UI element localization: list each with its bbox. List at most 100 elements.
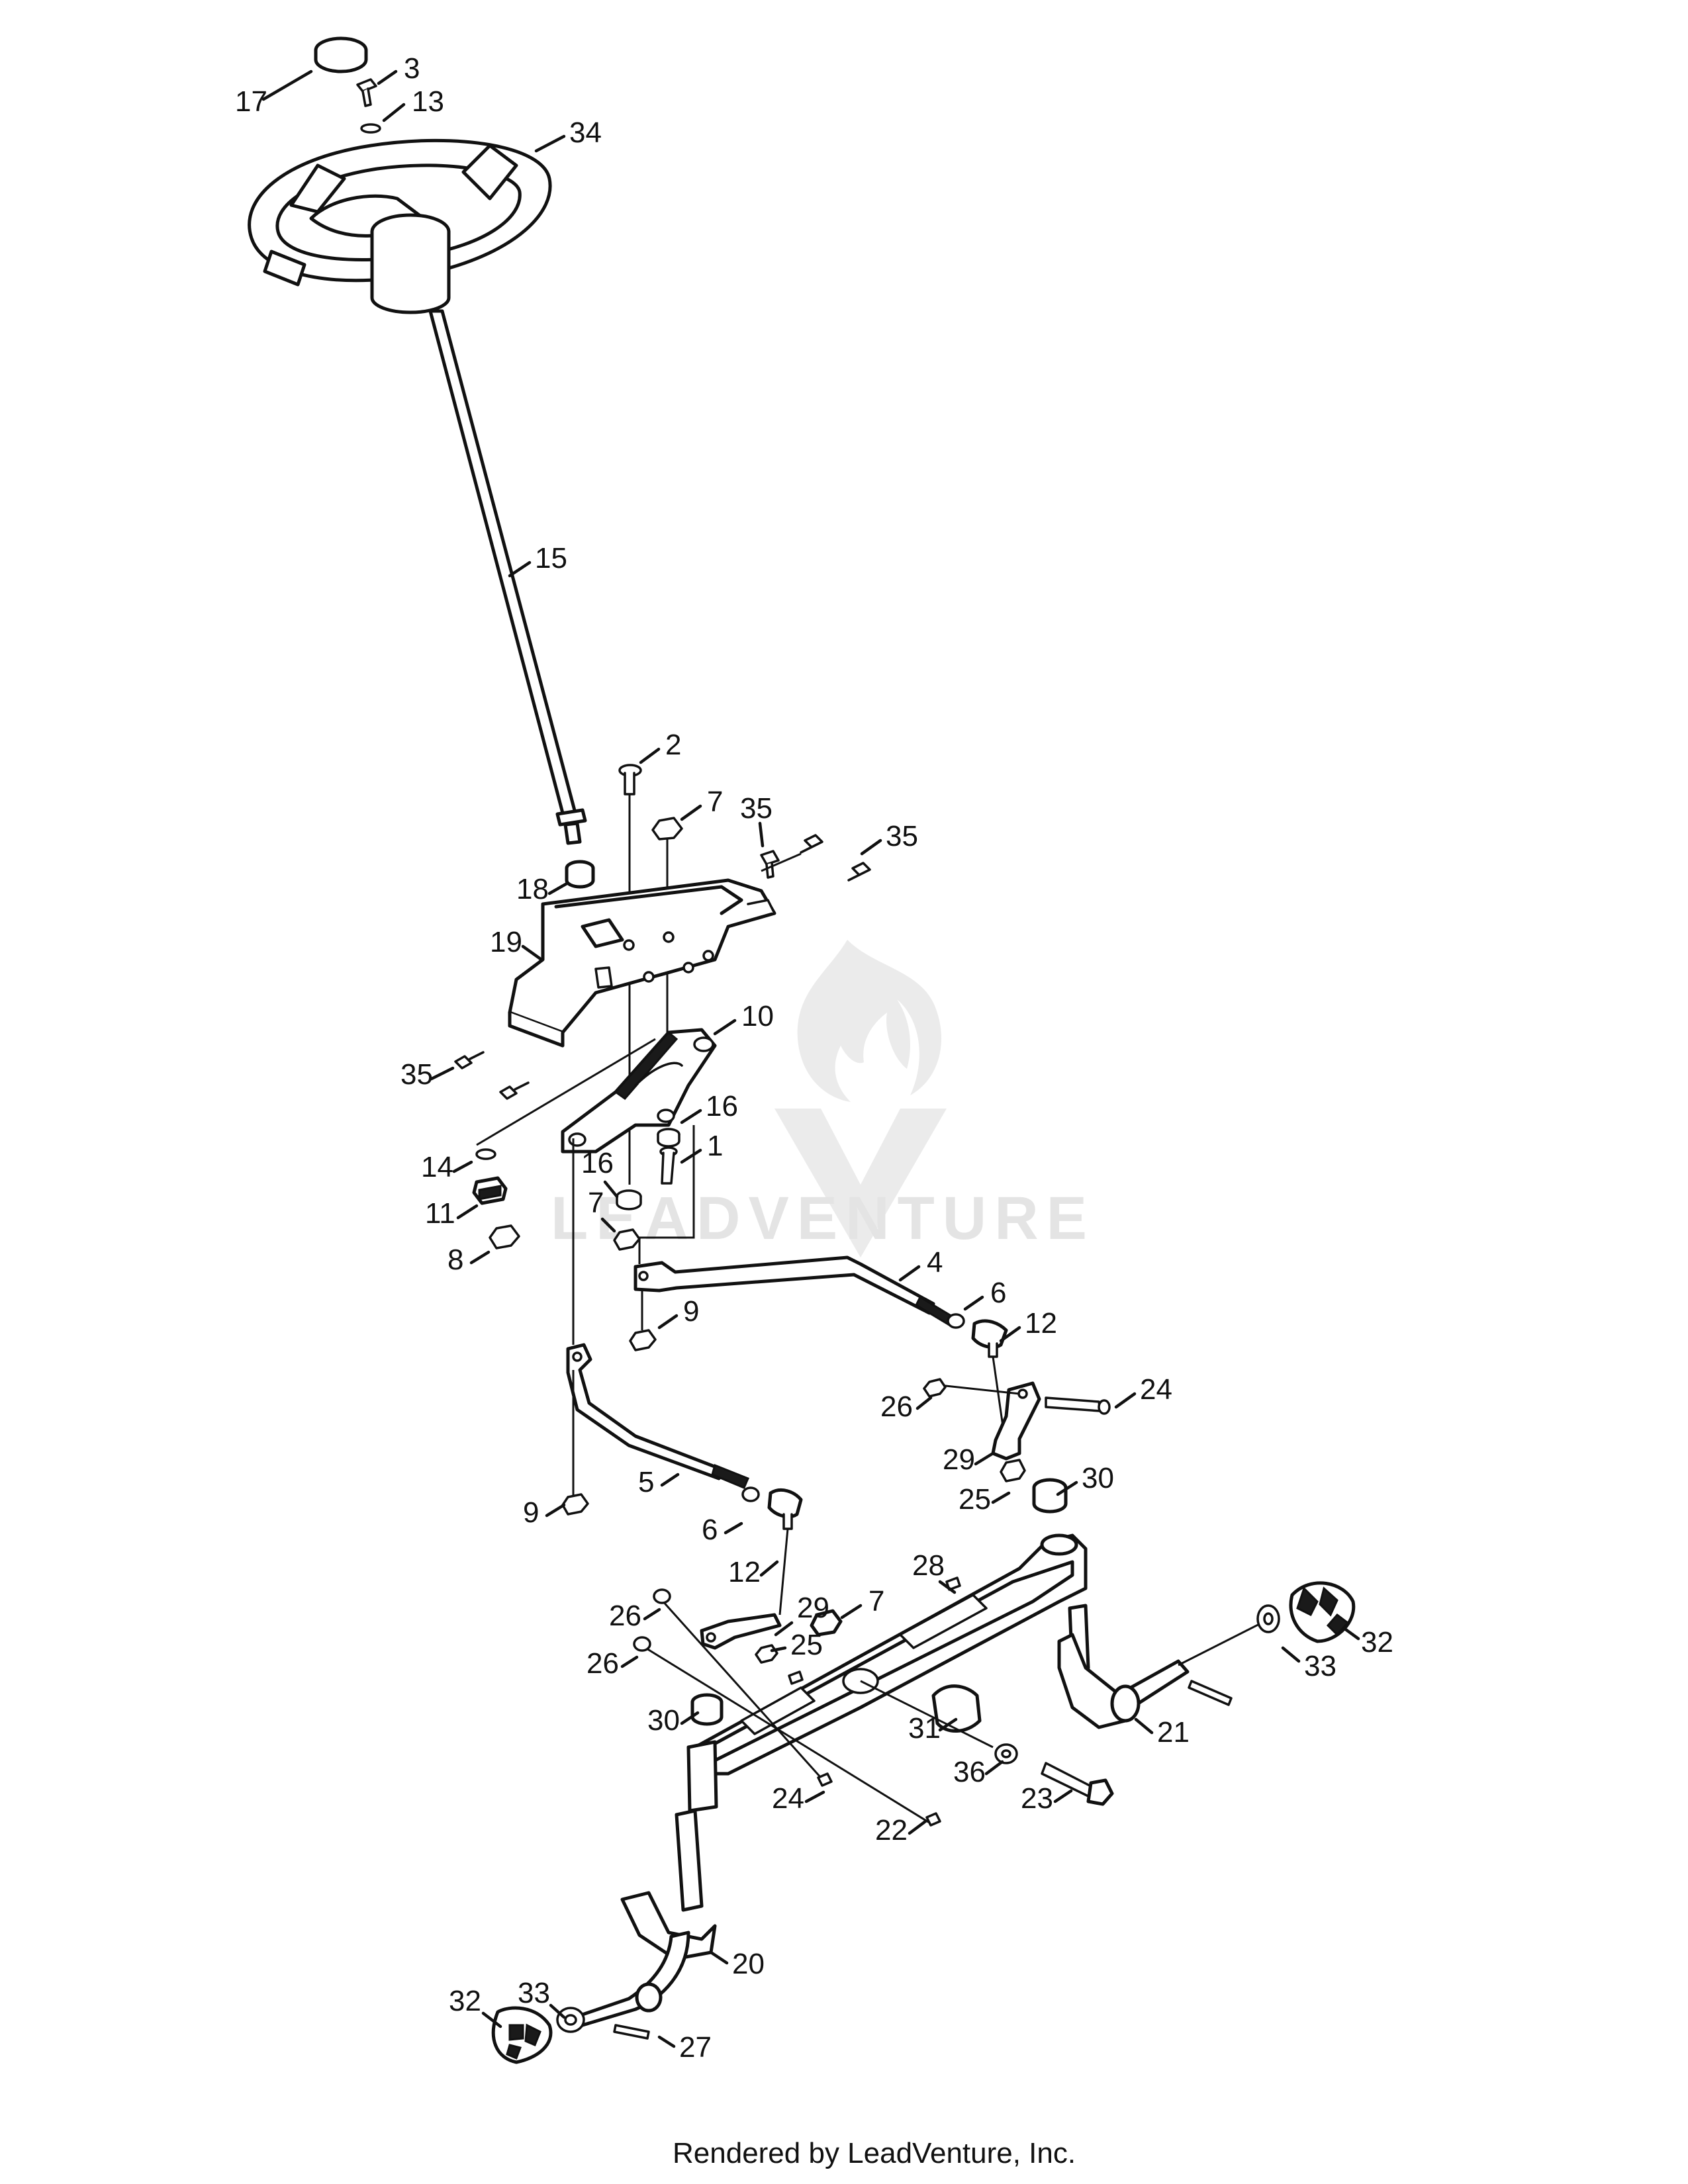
callout-1: 1: [680, 1130, 723, 1164]
tie-bolt-part: [925, 1812, 941, 1827]
callout-19: 19: [490, 926, 543, 962]
sector-bolt-part: [638, 1125, 695, 1264]
callout-30: 30: [647, 1704, 700, 1737]
jam-nut-lower-part: [741, 1486, 760, 1502]
callout-label: 26: [586, 1647, 619, 1680]
bracket-screw-part: [454, 1051, 530, 1100]
callout-label: 33: [1304, 1650, 1336, 1682]
callout-label: 33: [518, 1977, 550, 2009]
steering-arm-lower-part: [643, 1599, 930, 1824]
callout-7: 7: [840, 1585, 884, 1619]
watermark-flame-icon: [797, 940, 942, 1102]
callout-leader-line: [481, 2011, 502, 2028]
callout-leader-line: [545, 1503, 566, 1518]
cotter-pin-left-part: [613, 2024, 650, 2040]
callout-leader-line: [999, 1326, 1021, 1343]
callout-leader-line: [709, 1950, 729, 1965]
callout-leader-line: [547, 881, 570, 895]
callout-12: 12: [728, 1556, 779, 1588]
arm-bolt-part: [1045, 1396, 1111, 1415]
callout-label: 5: [638, 1466, 654, 1498]
steering-wheel-part: [248, 138, 552, 314]
callout-34: 34: [534, 116, 602, 153]
callout-8: 8: [447, 1244, 491, 1276]
axle-bushing-lower-part: [690, 1693, 724, 1726]
callout-label: 16: [581, 1147, 614, 1179]
callout-label: 25: [959, 1483, 991, 1516]
callout-label: 7: [868, 1585, 884, 1617]
callout-label: 35: [886, 820, 918, 852]
callout-label: 15: [535, 542, 567, 574]
callout-label: 35: [400, 1058, 433, 1091]
callout-leader-line: [908, 1819, 927, 1835]
callout-leader-line: [713, 1019, 737, 1036]
callout-7: 7: [588, 1187, 616, 1233]
cotter-pin-right-part: [1188, 1680, 1233, 1706]
callout-label: 8: [447, 1244, 463, 1276]
callout-label: 30: [647, 1704, 680, 1737]
callout-label: 3: [404, 52, 420, 85]
callout-12: 12: [999, 1307, 1057, 1343]
callout-leader-line: [938, 1580, 957, 1594]
callout-label: 24: [772, 1782, 804, 1815]
callout-leader-line: [382, 103, 406, 122]
arm-nut-part: [923, 1378, 947, 1398]
wheel-washer-left-part: [556, 2007, 585, 2033]
callout-26: 26: [586, 1647, 639, 1680]
callout-label: 24: [1140, 1373, 1172, 1406]
callout-26: 26: [609, 1600, 661, 1632]
pivot-bolt-part: [1041, 1762, 1114, 1806]
lock-nut-lower-part: [755, 1644, 778, 1664]
callout-leader-line: [639, 747, 661, 764]
callout-leader-line: [1053, 1789, 1073, 1803]
callout-label: 29: [797, 1592, 829, 1624]
callout-25: 25: [770, 1629, 823, 1661]
drag-link-nut-part: [629, 1329, 657, 1351]
callout-label: 9: [683, 1295, 699, 1328]
callout-leader-line: [452, 1160, 473, 1173]
callout-10: 10: [713, 1000, 774, 1036]
front-axle-part: [693, 1533, 1088, 1776]
callout-leader-line: [521, 944, 543, 962]
callout-label: 7: [588, 1187, 604, 1219]
callout-label: 25: [790, 1629, 823, 1661]
callout-leader-line: [657, 2035, 676, 2048]
callout-label: 6: [990, 1277, 1006, 1309]
callout-leader-line: [974, 1451, 995, 1466]
callout-2: 2: [639, 729, 681, 764]
callout-31: 31: [908, 1712, 958, 1745]
callout-leader-line: [724, 1522, 743, 1535]
callout-leader-line: [938, 1717, 958, 1732]
drag-link-lower-part: [566, 1138, 749, 1497]
callout-leader-line: [759, 1560, 779, 1577]
callout-29: 29: [774, 1592, 829, 1637]
callout-28: 28: [912, 1549, 957, 1594]
callout-leader-line: [600, 1217, 616, 1233]
hex-screw-part: [760, 834, 871, 882]
callout-label: 32: [1361, 1626, 1393, 1659]
callout-16: 16: [581, 1147, 619, 1199]
footer-credit: Rendered by LeadVenture, Inc.: [673, 2137, 1076, 2169]
pivot-washer-lower-part: [994, 1743, 1018, 1764]
callout-leader-line: [430, 1066, 455, 1081]
hub-cap-part: [314, 36, 368, 73]
callout-leader-line: [456, 1204, 479, 1220]
callout-13: 13: [382, 85, 444, 122]
callout-leader-line: [469, 1250, 491, 1265]
axle-nut-part: [633, 1588, 671, 1652]
callout-label: 6: [702, 1514, 718, 1546]
callout-leader-line: [1114, 1392, 1137, 1409]
wheel-cap-right-part: [1289, 1581, 1356, 1643]
callout-leader-line: [261, 69, 313, 101]
callout-label: 9: [523, 1496, 539, 1529]
callout-leader-line: [774, 1621, 794, 1637]
callout-label: 12: [1025, 1307, 1057, 1340]
callout-17: 17: [235, 69, 313, 118]
callout-label: 26: [609, 1600, 641, 1632]
callout-35: 35: [860, 820, 918, 856]
callout-label: 29: [943, 1443, 975, 1476]
pivot-spacer-part: [860, 1680, 994, 1749]
callout-leader-line: [758, 821, 765, 848]
callout-label: 26: [880, 1390, 913, 1423]
